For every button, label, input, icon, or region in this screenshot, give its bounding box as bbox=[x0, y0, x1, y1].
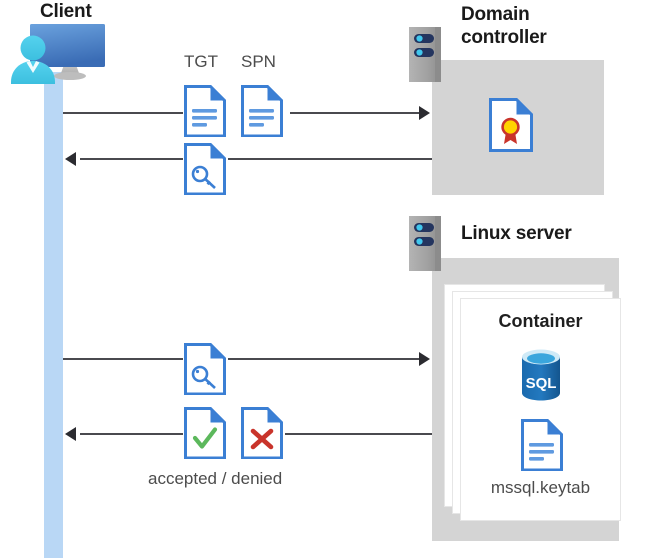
domain-controller-title: Domain controller bbox=[461, 4, 547, 48]
linux-server-title: Linux server bbox=[461, 223, 572, 244]
response-line-left-1 bbox=[80, 158, 183, 160]
response-arrowhead-1 bbox=[65, 152, 76, 166]
request-arrowhead-2 bbox=[419, 352, 430, 366]
response-line-right-2 bbox=[285, 433, 432, 435]
svg-text:SQL: SQL bbox=[526, 375, 557, 392]
client-workstation-icon bbox=[8, 22, 108, 84]
document-check-icon-accepted bbox=[184, 407, 226, 459]
document-lines-icon-keytab bbox=[521, 419, 563, 471]
response-arrowhead-2 bbox=[65, 427, 76, 441]
response-line-left-2 bbox=[80, 433, 183, 435]
server-rack-icon-linux-server bbox=[409, 216, 445, 271]
document-lines-icon-tgt bbox=[184, 85, 226, 137]
request-line-right-2 bbox=[228, 358, 419, 360]
sql-database-icon: SQL bbox=[519, 348, 563, 402]
container-title: Container bbox=[498, 311, 583, 331]
container-card-front bbox=[461, 299, 620, 520]
document-lines-icon-spn bbox=[241, 85, 283, 137]
request-line-left-2 bbox=[63, 358, 183, 360]
client-title: Client bbox=[40, 1, 92, 22]
document-key-icon-auth-request bbox=[184, 343, 226, 395]
document-key-icon-ticket bbox=[184, 143, 226, 195]
certificate-document-icon bbox=[489, 98, 533, 152]
response-line-right-1 bbox=[228, 158, 432, 160]
request-line-left-1 bbox=[63, 112, 183, 114]
document-cross-icon-denied bbox=[241, 407, 283, 459]
accepted-denied-caption: accepted / denied bbox=[148, 469, 283, 488]
spn-label: SPN bbox=[241, 52, 276, 71]
tgt-label: TGT bbox=[184, 52, 218, 71]
client-lifeline bbox=[44, 72, 63, 558]
server-rack-icon-domain-controller bbox=[409, 27, 445, 82]
request-line-right-1 bbox=[290, 112, 419, 114]
request-arrowhead-1 bbox=[419, 106, 430, 120]
keytab-label: mssql.keytab bbox=[490, 478, 591, 497]
